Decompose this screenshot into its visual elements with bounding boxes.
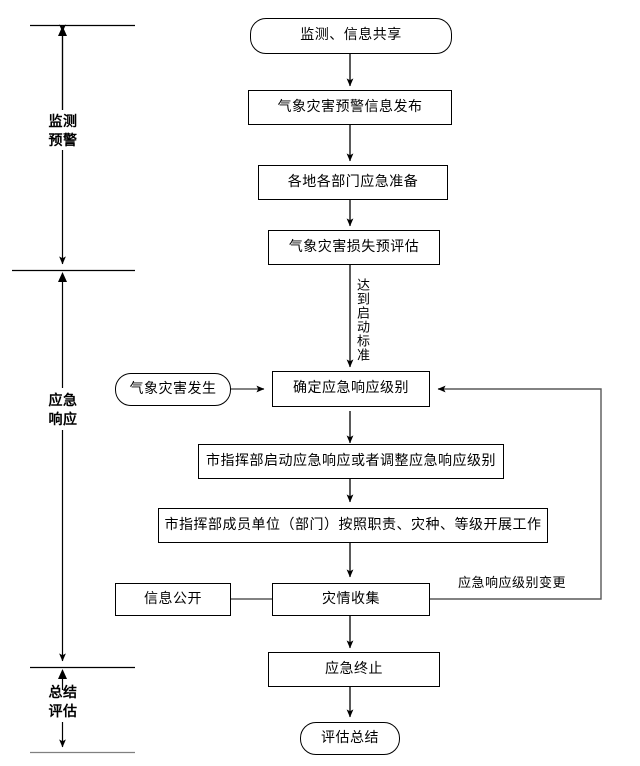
phase-label-response: 应急 响应 (48, 393, 78, 428)
edge-label-activation-criteria: 达到启动标准 (354, 278, 369, 362)
edge-label-level-change: 应急响应级别变更 (458, 576, 567, 591)
node-disaster-collection[interactable]: 灾情收集 (272, 583, 430, 616)
phase-label-monitoring: 监测 预警 (48, 114, 78, 149)
phase-arrowhead-up-3 (58, 669, 67, 679)
node-city-command-start[interactable]: 市指挥部启动应急响应或者调整应急响应级别 (198, 444, 504, 479)
node-department-prep[interactable]: 各地各部门应急准备 (258, 165, 448, 200)
node-warning-release[interactable]: 气象灾害预警信息发布 (248, 90, 452, 125)
phase-arrowhead-up-1 (58, 26, 67, 36)
node-emergency-termination[interactable]: 应急终止 (268, 652, 440, 687)
phase-label-summary: 总结 评估 (48, 685, 78, 720)
node-assessment-summary[interactable]: 评估总结 (300, 722, 400, 755)
node-info-disclosure[interactable]: 信息公开 (115, 583, 231, 616)
node-disaster-occurs[interactable]: 气象灾害发生 (115, 373, 231, 406)
node-determine-level[interactable]: 确定应急响应级别 (272, 371, 430, 407)
node-member-units-work[interactable]: 市指挥部成员单位（部门）按照职责、灾种、等级开展工作 (158, 508, 548, 543)
node-loss-preassessment[interactable]: 气象灾害损失预评估 (268, 230, 440, 265)
phase-arrowhead-up-2 (58, 272, 67, 282)
node-monitoring-sharing[interactable]: 监测、信息共享 (250, 18, 452, 54)
edge-level-change-feedback (430, 385, 602, 600)
